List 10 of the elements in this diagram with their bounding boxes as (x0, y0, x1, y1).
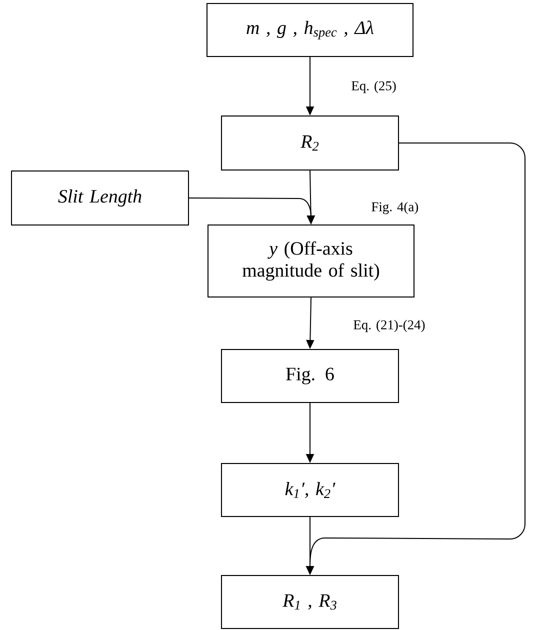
process-box: R$_{2}$ (221, 116, 399, 170)
process-box: k$_{1}$′, k$_{2}$′ (221, 463, 399, 517)
process-box: Fig. 6 (221, 349, 399, 403)
edge-label: Eq. (21)-(24) (352, 318, 426, 334)
process-box: m , g , h$_{spec}$ , Δλ (206, 3, 414, 57)
edge-label: Eq. (25) (350, 80, 398, 94)
process-box: R$_{1}$ , R$_{3}$ (221, 575, 399, 629)
process-box: Slit Length (11, 170, 189, 226)
process-box: y (Off-axis magnitude of slit) (208, 224, 414, 298)
edge-label: Fig. 4(a) (370, 200, 420, 216)
